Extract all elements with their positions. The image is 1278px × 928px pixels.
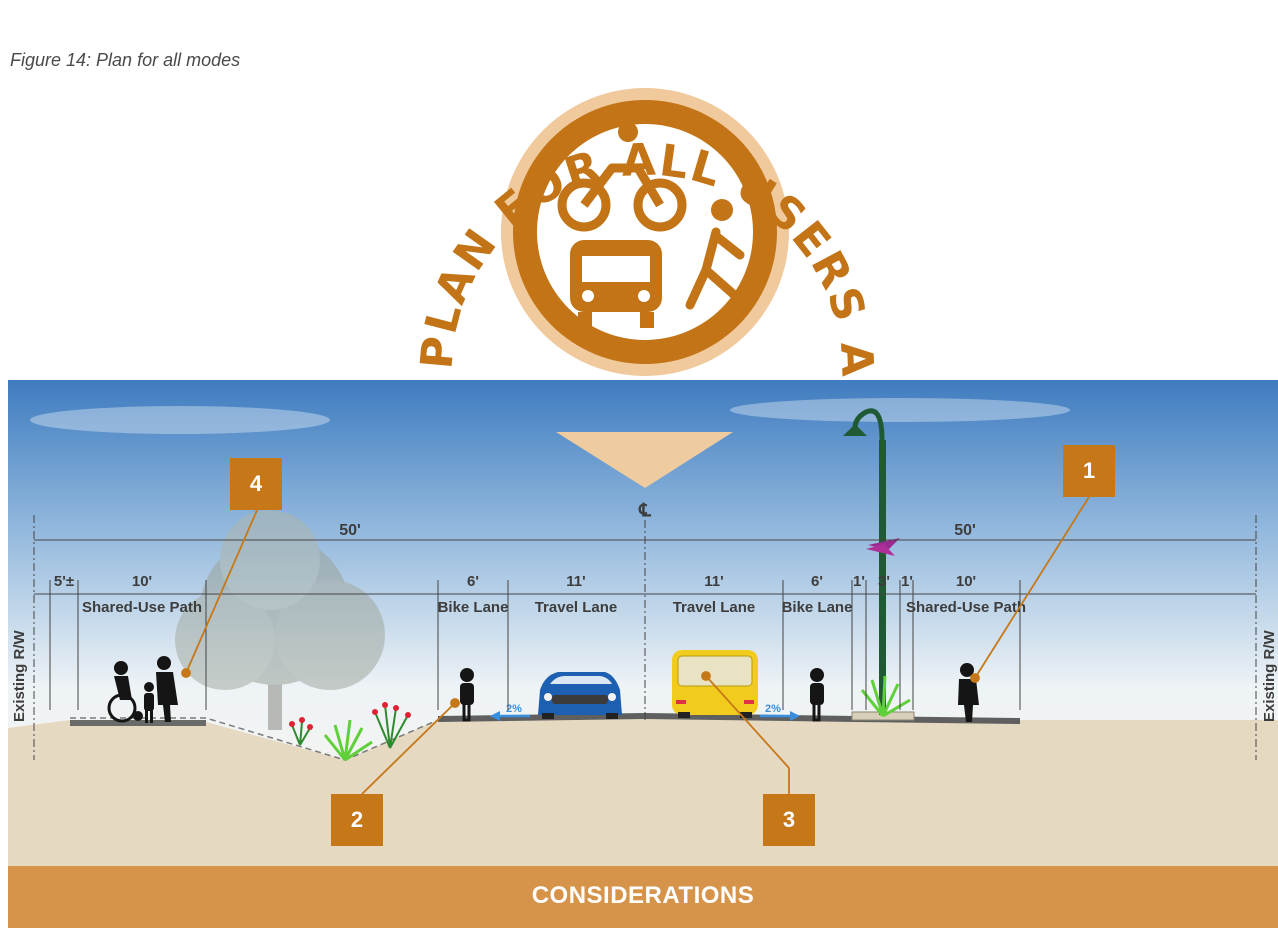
segment-width: 5'± — [54, 573, 74, 590]
half-width-right: 50' — [954, 522, 976, 539]
roadway — [438, 713, 1020, 724]
segment-width: 10' — [956, 573, 976, 590]
half-width-left: 50' — [339, 522, 361, 539]
cyclist-icon-right — [810, 668, 824, 722]
banner-label: CONSIDERATIONS — [531, 882, 755, 909]
street-light-icon — [843, 408, 900, 715]
dimension-lines — [33, 515, 1257, 760]
segment-name: Shared-Use Path — [82, 599, 202, 616]
segment-width: 6' — [467, 573, 479, 590]
left-shared-use-path — [70, 720, 206, 726]
right-of-way-left: Existing R/W — [11, 629, 28, 722]
segment-width: 6' — [811, 573, 823, 590]
bus-icon — [672, 650, 758, 718]
slope-arrow-left: 2% — [490, 703, 530, 721]
car-icon — [538, 672, 622, 719]
cyclist-icon-left — [460, 668, 474, 722]
pedestrian-glyph-icon — [685, 199, 745, 310]
segment-name: Bike Lane — [782, 599, 853, 616]
callout-1: 1 — [1063, 445, 1115, 497]
segment-width: 11' — [704, 573, 723, 590]
figure-caption: Figure 14: Plan for all modes — [10, 50, 241, 70]
callout-3: 3 — [763, 794, 815, 846]
segment-name: Travel Lane — [535, 599, 618, 616]
slope-arrow-right: 2% — [760, 703, 800, 721]
segment-name: Shared-Use Path — [906, 599, 1026, 616]
centerline-label: ℄ — [638, 500, 651, 520]
segment-name: Travel Lane — [673, 599, 756, 616]
callout-leaders — [181, 496, 1090, 795]
slope-label-left: 2% — [506, 703, 522, 715]
considerations-banner: CONSIDERATIONS — [8, 866, 1278, 928]
segment-width: 1' — [901, 573, 913, 590]
child-pedestrian-icon — [144, 682, 154, 723]
segment-width: 10' — [132, 573, 152, 590]
callout-2: 2 — [331, 794, 383, 846]
adult-pedestrian-icon — [156, 656, 178, 722]
pedestrian-icon-right — [958, 663, 979, 722]
bicycle-rider-icon — [557, 122, 687, 232]
plant-icon — [289, 675, 911, 762]
segment-width: 1' — [853, 573, 865, 590]
tree-icon — [175, 510, 385, 730]
segment-width: 11' — [566, 573, 585, 590]
segment-width: 3' — [878, 573, 890, 590]
wheelchair-user-icon — [107, 661, 143, 723]
right-of-way-right: Existing R/W — [1261, 629, 1278, 722]
bus-glyph-icon — [570, 240, 662, 328]
ground — [8, 716, 1278, 866]
slope-label-right: 2% — [765, 703, 781, 715]
callout-4: 4 — [230, 458, 282, 510]
segment-name: Bike Lane — [438, 599, 509, 616]
